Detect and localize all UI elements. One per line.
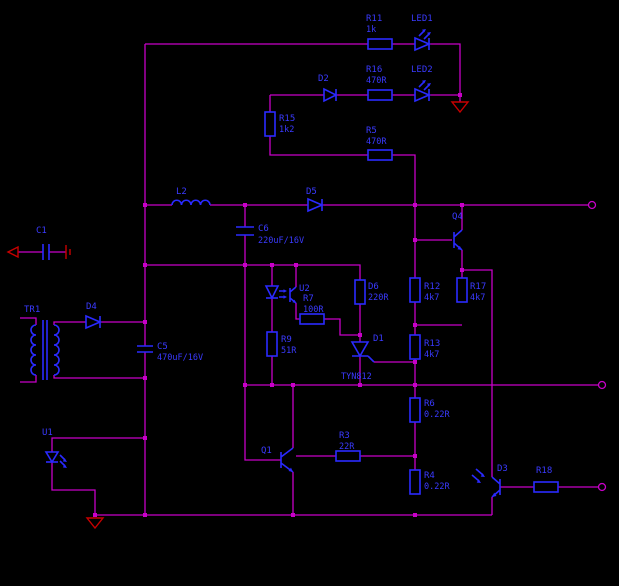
component-value: 100R — [303, 305, 324, 315]
component-value: 1k — [366, 25, 376, 35]
ground-symbol-c1-right — [65, 245, 71, 259]
component-label: R9 — [281, 335, 292, 345]
thyristor-d1: D1 TYN812 — [341, 334, 384, 382]
resistor-r3: R3 22R — [335, 431, 361, 462]
resistor-r4: R4 0.22R — [409, 469, 450, 495]
resistor-r17: R17 4k7 — [456, 277, 486, 303]
resistor-r9: R9 51R — [266, 331, 297, 357]
resistor-r15: R15 1k2 — [264, 111, 295, 137]
component-label: D1 — [373, 334, 384, 344]
component-label: R12 — [424, 282, 440, 292]
component-label: D2 — [318, 74, 329, 84]
ground-symbol-bottom-left — [85, 517, 105, 530]
transistor-q1: Q1 — [261, 446, 294, 473]
component-value: 4k7 — [424, 350, 439, 360]
component-label: D3 — [497, 464, 508, 474]
capacitor-c1: C1 — [36, 226, 50, 260]
transistor-q4: Q4 — [452, 212, 463, 251]
component-label: L2 — [176, 187, 187, 197]
inductor-l2: L2 — [171, 187, 211, 206]
component-label: R15 — [279, 114, 295, 124]
component-value: 0.22R — [424, 410, 450, 420]
diode-d5: D5 — [306, 187, 325, 213]
resistor-r7: R7 100R — [299, 294, 325, 325]
component-value: 4k7 — [470, 293, 485, 303]
component-label: R6 — [424, 399, 435, 409]
wire-net — [18, 43, 598, 516]
component-label: C6 — [258, 224, 269, 234]
resistor-r12: R12 4k7 — [409, 277, 440, 303]
terminal-pad-2 — [597, 380, 607, 390]
component-label: R13 — [424, 339, 440, 349]
component-value: 4k7 — [424, 293, 439, 303]
component-label: U1 — [42, 428, 53, 438]
led1: LED1 — [411, 14, 433, 52]
component-value: 220uF/16V — [258, 236, 304, 246]
component-label: C1 — [36, 226, 47, 236]
component-label: Q1 — [261, 446, 272, 456]
component-label: R3 — [339, 431, 350, 441]
resistor-r6: R6 0.22R — [409, 397, 450, 423]
component-label: D4 — [86, 302, 97, 312]
resistor-r13: R13 4k7 — [409, 334, 440, 360]
optocoupler-u2: U2 — [264, 284, 310, 304]
component-label: D6 — [368, 282, 379, 292]
resistor-r11: R11 1k — [366, 14, 393, 50]
diode-d4: D4 — [85, 302, 103, 330]
ground-symbol-top-right — [450, 101, 470, 114]
component-label: R7 — [303, 294, 314, 304]
component-value: TYN812 — [341, 372, 372, 382]
resistor-r16: R16 470R — [366, 65, 393, 101]
component-label: LED2 — [411, 65, 433, 75]
component-value: 470uF/16V — [157, 353, 203, 363]
transformer-tr1: TR1 — [24, 305, 60, 380]
diode-d2: D2 — [318, 74, 338, 103]
component-value: 1k2 — [279, 125, 294, 135]
resistor-r5: R5 470R — [366, 126, 393, 161]
component-label: D5 — [306, 187, 317, 197]
earth-symbol-c1-left — [6, 245, 19, 259]
component-value: 470R — [366, 76, 387, 86]
resistor-r18: R18 — [533, 466, 559, 493]
capacitor-c5: C5 470uF/16V — [137, 342, 203, 363]
component-label: U2 — [299, 284, 310, 294]
component-label: TR1 — [24, 305, 40, 315]
component-value: 51R — [281, 346, 297, 356]
component-label: R18 — [536, 466, 552, 476]
resistor-d6: D6 220R — [354, 279, 389, 305]
component-label: Q4 — [452, 212, 463, 222]
component-label: LED1 — [411, 14, 433, 24]
terminal-pad-3 — [597, 482, 607, 492]
component-value: 470R — [366, 137, 387, 147]
component-label: R16 — [366, 65, 382, 75]
terminal-pad-1 — [587, 200, 597, 210]
component-value: 220R — [368, 293, 389, 303]
component-label: R5 — [366, 126, 377, 136]
component-label: R17 — [470, 282, 486, 292]
capacitor-c6: C6 220uF/16V — [236, 224, 304, 246]
junction-dots — [93, 93, 464, 517]
optocoupler-u1: U1 — [42, 428, 67, 468]
component-label: R11 — [366, 14, 382, 24]
component-value: 22R — [339, 442, 355, 452]
led2: LED2 — [411, 65, 433, 103]
component-label: C5 — [157, 342, 168, 352]
component-value: 0.22R — [424, 482, 450, 492]
phototransistor-d3: D3 — [471, 464, 508, 498]
component-label: R4 — [424, 471, 435, 481]
